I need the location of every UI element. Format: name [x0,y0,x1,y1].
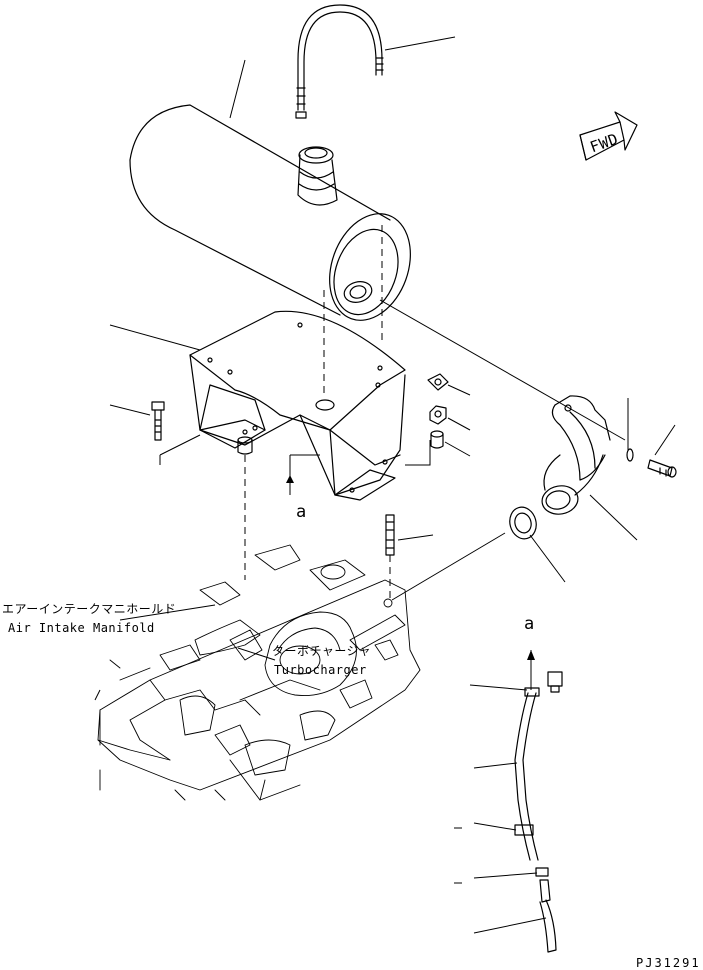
turbo-leader [237,647,276,661]
bracket-leader [109,324,201,351]
collar-right [430,430,444,449]
engine-head [97,544,421,801]
exhaust-elbow [541,395,611,515]
gasket-ring [509,506,537,540]
view-a-label-bottom: a [524,614,535,634]
gasket-axis [391,532,506,601]
nut-right [429,405,447,425]
intake-manifold-label-jp: エアーインテークマニホールド [2,602,177,616]
stud-leader [397,534,434,541]
muffler-leader [229,59,246,119]
turbocharger-label-en: Turbocharger [274,663,367,677]
manifold-pointer [94,689,101,701]
clamp-leader [473,872,538,879]
nut-leader [447,417,471,431]
washer-right [427,373,449,391]
bolt-leader [109,404,151,416]
spacer [237,436,253,455]
view-a-arrow-bottom [527,650,535,690]
view-a-arrow-top [286,454,320,495]
pipe-leader [473,762,518,769]
collar-leader [444,441,471,457]
pipe-top-leader [469,684,528,691]
elbow-leader [589,494,638,541]
muffler [129,104,411,321]
turbocharger [229,611,357,696]
collar-guide [405,440,431,466]
bracket-bolt [151,401,165,441]
gasket-leader [529,534,566,583]
washer-leader [447,384,471,396]
manifold-leader [119,604,216,621]
muffler-bracket [189,310,406,501]
elbow-washer [626,448,634,462]
assembly-centerlines [244,225,391,600]
u-bolt-leader [384,36,456,51]
breather-pipe [514,671,563,953]
clip-leader [473,822,517,831]
intake-manifold-label-en: Air Intake Manifold [8,621,155,635]
elbow-axis [379,299,626,441]
elbow-bolt [647,459,677,478]
u-bolt [295,4,384,119]
bolt-guide [159,434,201,465]
turbocharger-label-jp: ターボチャージャ [272,644,372,658]
stud-bolt [385,514,395,556]
hose-leader [473,917,547,934]
view-a-label-top: a [296,502,307,522]
fwd-arrow-icon [579,111,638,161]
bolt-elbow-leader [654,424,676,456]
drawing-number: PJ31291 [636,956,701,970]
